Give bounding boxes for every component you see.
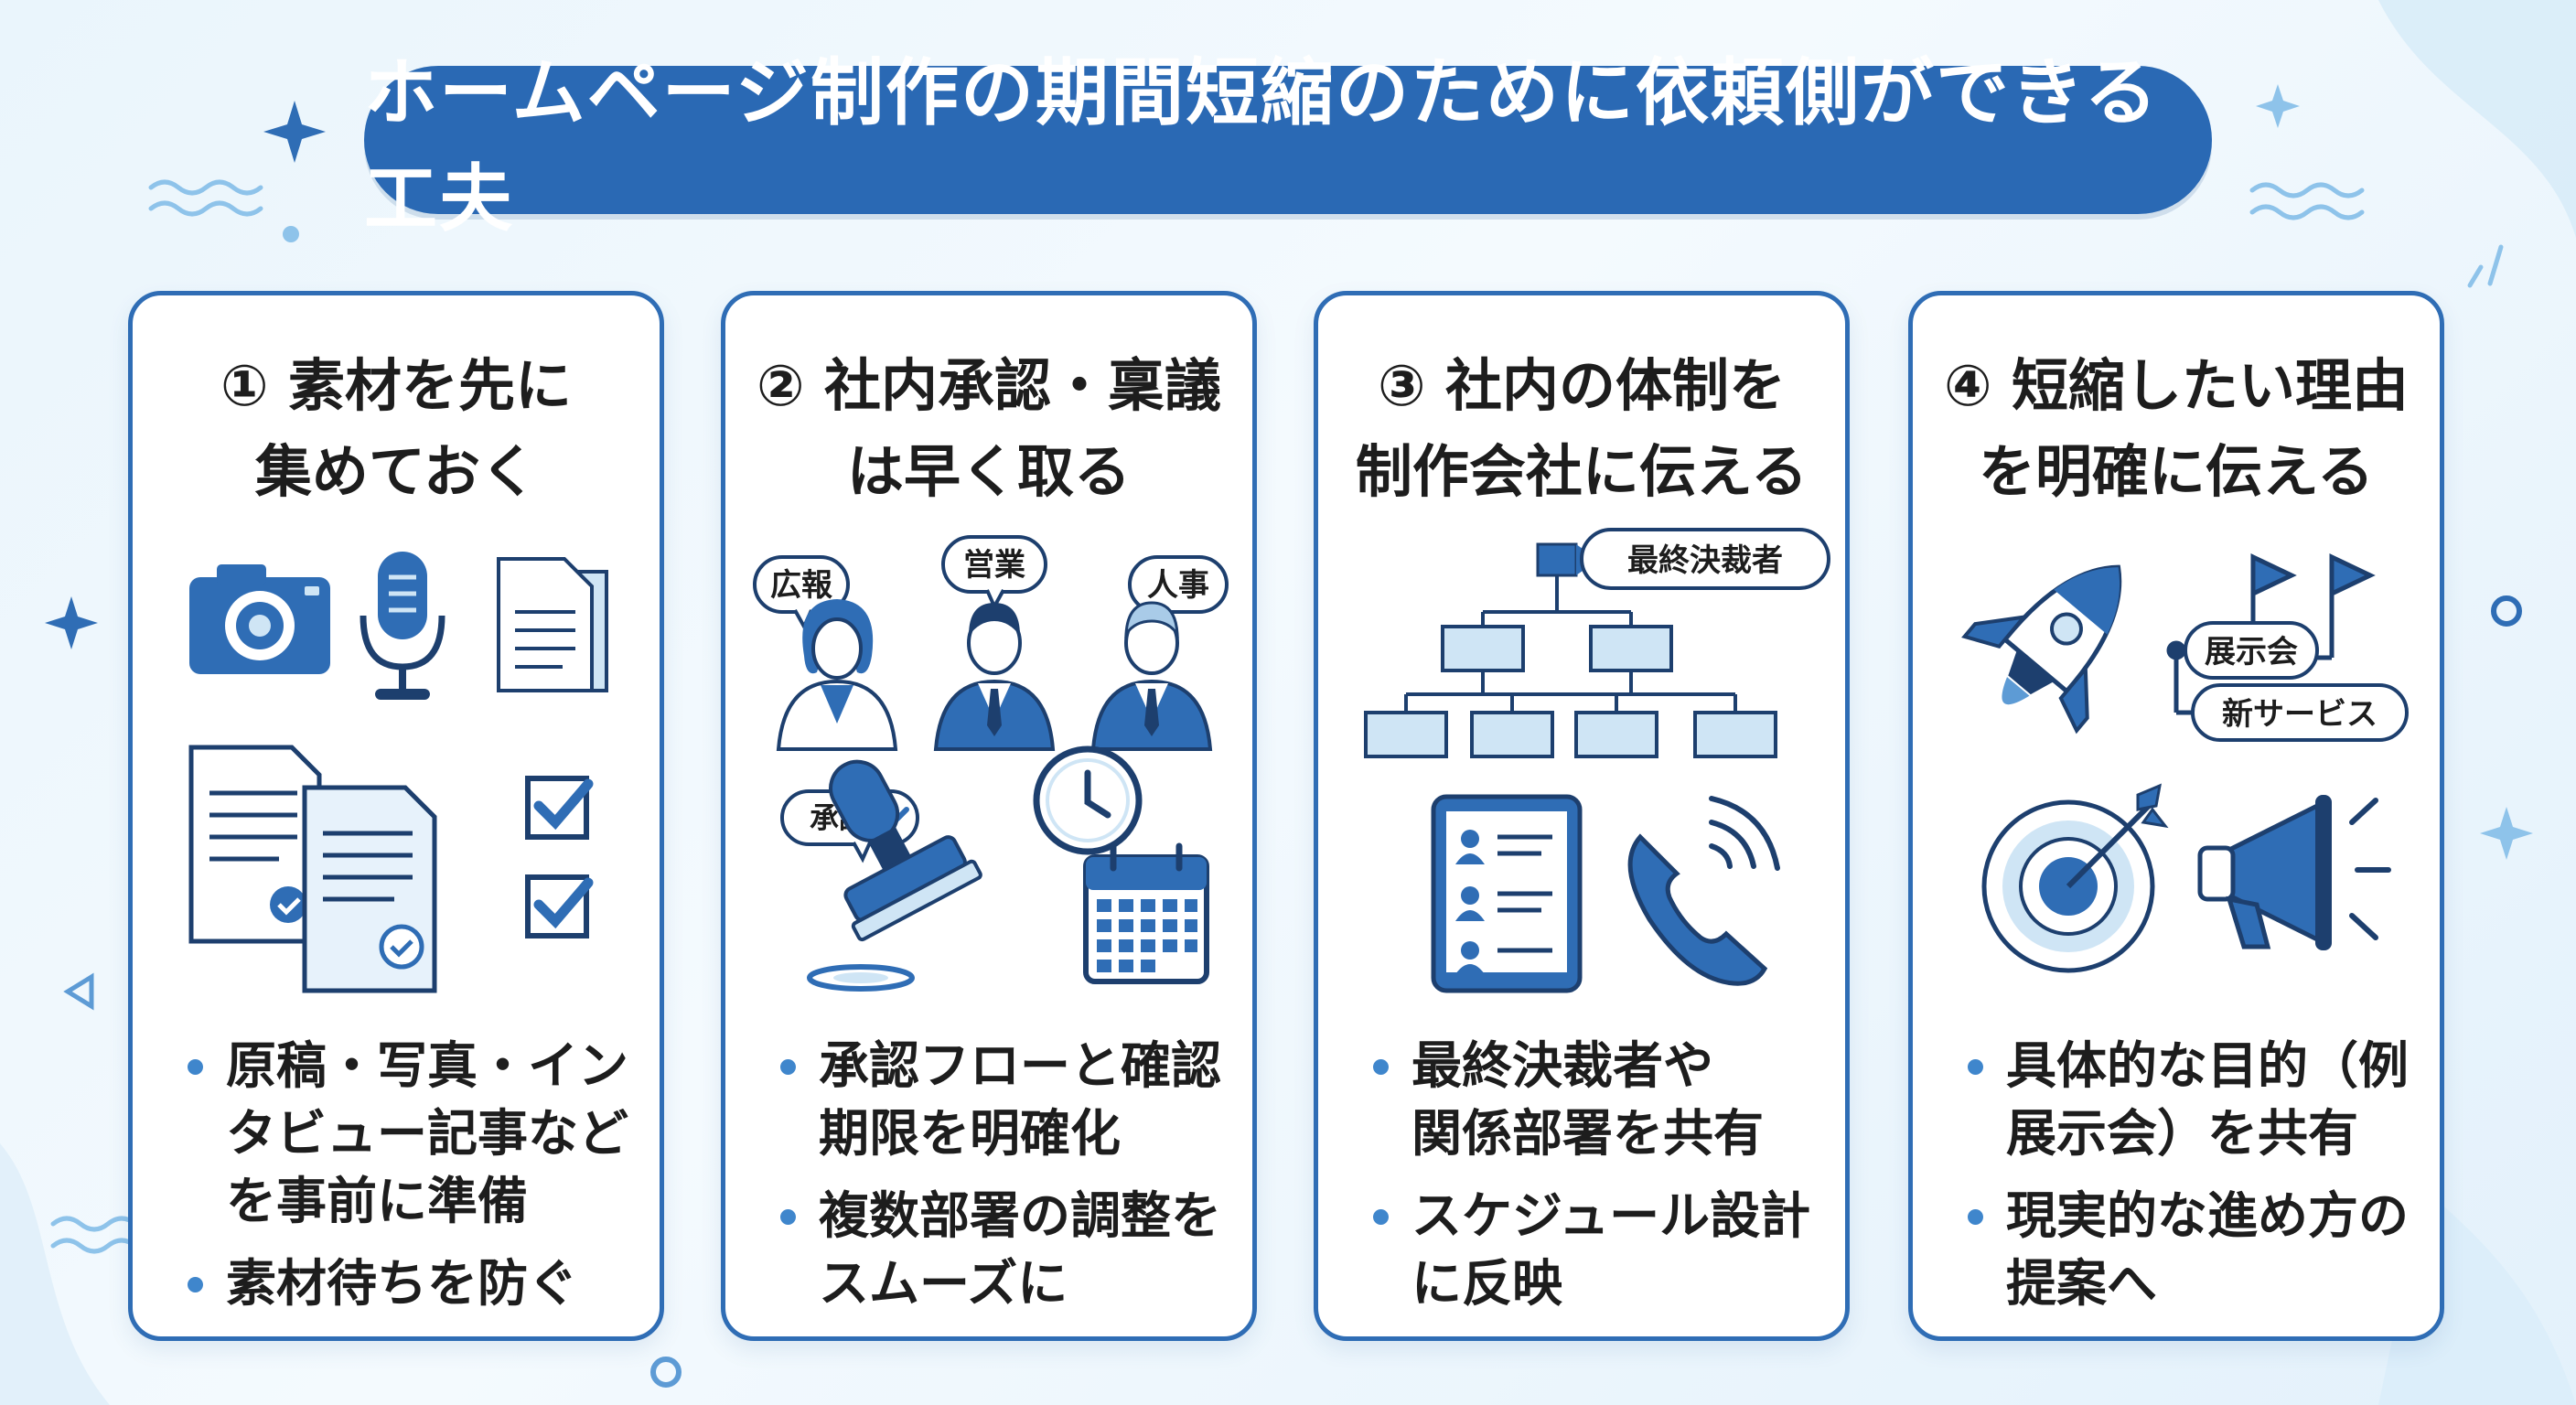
document-stack-icon bbox=[497, 557, 608, 692]
stamp-icon bbox=[807, 759, 982, 992]
bullet-list: 具体的な目的（例展示会）を共有 現実的な進め方の提案へ bbox=[1968, 1032, 2414, 1332]
card-heading: ① 素材を先に 集めておく bbox=[220, 352, 573, 505]
svg-text:広報: 広報 bbox=[770, 567, 832, 604]
svg-text:展示会: 展示会 bbox=[2205, 634, 2298, 670]
svg-text:人事: 人事 bbox=[1147, 567, 1209, 604]
card-heading: ② 社内承認・稟議 は早く取る bbox=[756, 352, 1222, 505]
card-materials: ① 素材を先に 集めておく bbox=[128, 291, 664, 1341]
bullet-list: 承認フローと確認期限を明確化 複数部署の調整をスムーズに bbox=[780, 1032, 1227, 1332]
speech-bubble-sales: 営業 bbox=[941, 535, 1047, 611]
svg-text:営業: 営業 bbox=[963, 547, 1025, 584]
svg-text:最終決裁者: 最終決裁者 bbox=[1627, 542, 1783, 579]
checkbox-icon bbox=[525, 776, 594, 938]
camera-icon bbox=[189, 564, 330, 674]
label-exhibition: 展示会 bbox=[2184, 621, 2319, 680]
clock-icon bbox=[1033, 745, 1143, 855]
flag-icon bbox=[2166, 553, 2376, 715]
list-item: 具体的な目的（例展示会）を共有 bbox=[1968, 1032, 2414, 1167]
microphone-icon bbox=[360, 552, 445, 700]
person-icon bbox=[1090, 601, 1213, 751]
phone-icon bbox=[1627, 796, 1780, 986]
card-heading: ③ 社内の体制を 制作会社に伝える bbox=[1355, 352, 1809, 505]
card-organization: ③ 社内の体制を 制作会社に伝える 最終決裁者 bbox=[1314, 291, 1850, 1341]
label-new-service: 新サービス bbox=[2191, 683, 2409, 742]
target-icon bbox=[1981, 783, 2169, 973]
person-icon bbox=[933, 603, 1056, 751]
list-item: 素材待ちを防ぐ bbox=[188, 1249, 634, 1317]
flag-icon: 最終決裁者 bbox=[1536, 528, 1830, 590]
megaphone-icon bbox=[2197, 795, 2391, 950]
list-item: 承認フローと確認期限を明確化 bbox=[780, 1032, 1227, 1167]
list-item: 原稿・写真・インタビュー記事などを事前に準備 bbox=[188, 1032, 634, 1235]
calendar-icon bbox=[1083, 842, 1209, 984]
checked-documents-icon bbox=[188, 745, 437, 993]
card-illustration: 広報 営業 人事 bbox=[753, 535, 1229, 992]
svg-text:新サービス: 新サービス bbox=[2222, 696, 2377, 733]
speech-bubble-pr: 広報 bbox=[753, 555, 850, 631]
card-illustration: 展示会 新サービス bbox=[1961, 553, 2409, 973]
card-reason: ④ 短縮したい理由 を明確に伝える bbox=[1908, 291, 2444, 1341]
list-item: 最終決裁者や関係部署を共有 bbox=[1373, 1032, 1819, 1167]
list-item: 現実的な進め方の提案へ bbox=[1968, 1182, 2414, 1317]
bullet-list: 最終決裁者や関係部署を共有 スケジュール設計に反映 bbox=[1373, 1032, 1819, 1332]
card-illustration bbox=[188, 552, 608, 993]
org-chart-icon bbox=[1364, 575, 1777, 758]
bullet-list: 原稿・写真・インタビュー記事などを事前に準備 素材待ちを防ぐ bbox=[188, 1032, 634, 1332]
person-icon bbox=[776, 599, 898, 751]
card-approval: ② 社内承認・稟議 は早く取る 広報 営業 人事 bbox=[721, 291, 1257, 1341]
rocket-icon bbox=[1961, 564, 2122, 735]
tablet-icon bbox=[1431, 794, 1583, 993]
card-heading: ④ 短縮したい理由 を明確に伝える bbox=[1943, 352, 2410, 505]
list-item: 複数部署の調整をスムーズに bbox=[780, 1182, 1227, 1317]
list-item: スケジュール設計に反映 bbox=[1373, 1182, 1819, 1317]
card-illustration: 最終決裁者 bbox=[1364, 528, 1830, 993]
page-title: ホームページ制作の期間短縮のために依頼側ができる工夫 bbox=[364, 50, 2212, 241]
